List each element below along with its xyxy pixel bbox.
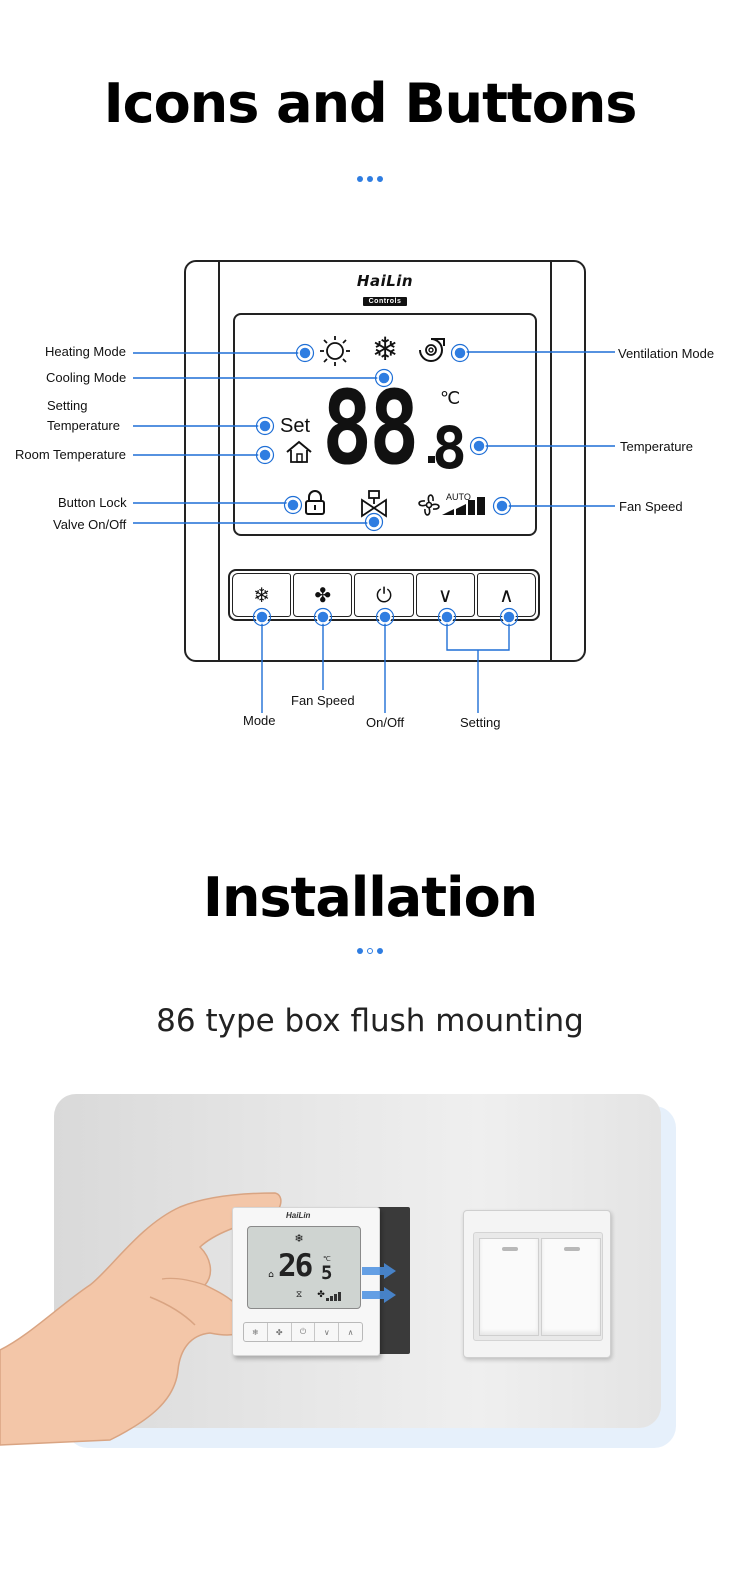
chevron-down-icon: ∨ <box>315 1323 340 1341</box>
section-title-icons-buttons: Icons and Buttons <box>103 72 638 135</box>
thermostat-brand: HaiLin <box>286 1211 311 1220</box>
power-icon: ⏻ <box>292 1323 316 1341</box>
fan-icon: ✤ <box>314 583 332 607</box>
fan-speed-bars-icon <box>442 497 485 515</box>
celsius-unit: ℃ <box>440 388 461 408</box>
section-divider-dots <box>0 948 740 954</box>
snowflake-icon: ❄ <box>244 1323 268 1341</box>
fan-icon <box>418 494 440 516</box>
label-setting-buttons: Setting <box>460 715 501 730</box>
installation-subtitle: 86 type box flush mounting <box>156 1003 584 1039</box>
sun-icon <box>320 336 350 366</box>
fan-icon: ✤ <box>268 1323 292 1341</box>
snowflake-icon: ❄ <box>371 330 399 368</box>
thermostat-temperature: 26 <box>278 1248 313 1284</box>
temperature-decimal-digit: 8 <box>432 414 467 482</box>
fan-speed-bars-icon <box>326 1292 341 1301</box>
label-on-off-button: On/Off <box>366 715 405 730</box>
fan-icon: ✤ <box>317 1290 325 1300</box>
decimal-point <box>428 456 435 463</box>
down-button[interactable]: ∨ <box>415 573 475 617</box>
section-title-installation: Installation <box>202 866 538 929</box>
chevron-up-icon: ∧ <box>347 1327 354 1337</box>
label-heating-mode: Heating Mode <box>45 344 126 359</box>
lock-icon <box>305 490 325 515</box>
label-temperature: Temperature <box>620 439 693 454</box>
chevron-down-icon: ∨ <box>437 583 453 607</box>
ventilation-fan-icon <box>419 338 445 362</box>
fan-speed-button[interactable]: ✤ <box>293 573 353 617</box>
lcd-screen <box>233 313 537 536</box>
thermostat-photo-buttons: ❄ ✤ ⏻ ∨ ∧ <box>243 1322 363 1342</box>
power-icon: ⏻ <box>376 583 392 607</box>
label-fan-speed-button: Fan Speed <box>291 693 355 708</box>
temperature-digits: 88 <box>322 369 419 488</box>
brand-logo: HaiLin Controls <box>356 272 414 306</box>
label-fan-speed-display: Fan Speed <box>619 499 683 514</box>
arrow-right-icon <box>362 1263 396 1303</box>
label-room-temperature: Room Temperature <box>15 447 127 462</box>
set-indicator: Set <box>280 415 311 437</box>
label-mode-button: Mode <box>243 713 276 728</box>
device-right-rail <box>550 262 552 660</box>
thermostat-temperature-decimal: 5 <box>321 1262 333 1284</box>
hand-illustration <box>0 1192 282 1446</box>
auto-indicator: AUTO <box>446 492 471 502</box>
thermostat-unit: ℃ <box>323 1256 331 1263</box>
callout-lines <box>133 343 615 713</box>
label-ventilation-mode: Ventilation Mode <box>618 346 715 361</box>
label-setting-temperature-2: Temperature <box>47 418 120 433</box>
snowflake-icon: ❄ <box>294 1232 304 1245</box>
wall-switch-left-rocker <box>479 1238 539 1336</box>
mode-button[interactable]: ❄ <box>232 573 292 617</box>
section-divider-dots <box>0 176 740 182</box>
label-valve-on-off: Valve On/Off <box>53 517 127 532</box>
valve-icon <box>361 490 387 518</box>
thermostat-screen <box>247 1226 361 1309</box>
chevron-up-icon: ∧ <box>499 583 514 607</box>
label-button-lock: Button Lock <box>58 495 127 510</box>
valve-icon: ⧖ <box>295 1290 303 1300</box>
device-left-rail <box>218 262 220 660</box>
up-button[interactable]: ∧ <box>476 573 537 617</box>
snowflake-icon: ❄ <box>253 583 270 607</box>
home-icon <box>286 440 312 463</box>
label-cooling-mode: Cooling Mode <box>46 370 127 385</box>
label-setting-temperature-1: Setting <box>47 398 88 413</box>
wall-switch-right-rocker <box>541 1238 601 1336</box>
home-icon: ⌂ <box>268 1270 274 1280</box>
